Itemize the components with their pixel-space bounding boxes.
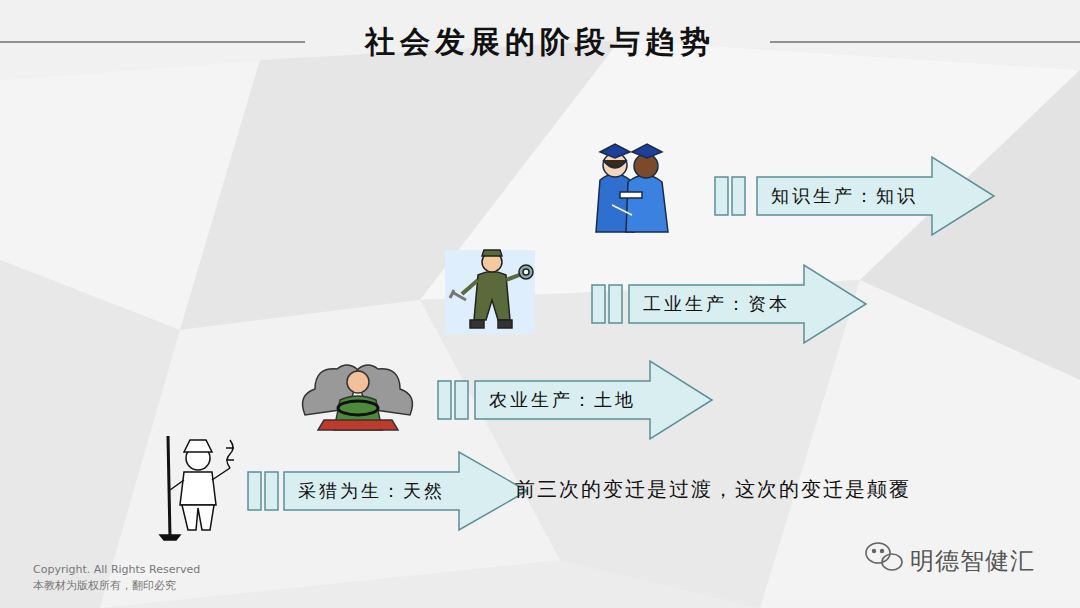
arrow-outline <box>629 265 866 343</box>
stage-bar <box>248 472 261 510</box>
stage-label: 采猎为生：天然 <box>298 452 445 530</box>
stage-bar <box>265 472 278 510</box>
watermark-text: 明德智健汇 <box>910 545 1035 577</box>
stage-bar <box>455 381 468 419</box>
stage-label: 工业生产：资本 <box>643 265 790 343</box>
arrow-outline <box>475 361 712 439</box>
stage-bar <box>732 177 745 215</box>
copyright-text: Copyright. All Rights Reserved <box>33 563 200 576</box>
copyright-text: 本教材为版权所有，翻印必究 <box>33 578 176 593</box>
stage-label: 农业生产：土地 <box>489 361 636 439</box>
stage-arrow: 农业生产：土地 <box>475 361 712 439</box>
title: 社会发展的阶段与趋势 <box>0 22 1080 63</box>
title-rule <box>770 41 1080 42</box>
stage-arrow: 工业生产：资本 <box>629 265 866 343</box>
worker-figure <box>445 250 535 334</box>
stage-bar <box>438 381 451 419</box>
arrow-outline <box>284 452 527 530</box>
title-rule <box>0 41 305 42</box>
arrow-outline <box>757 157 994 235</box>
stage-bar <box>715 177 728 215</box>
graduates-figure <box>596 144 668 232</box>
stage-bar <box>592 285 605 323</box>
stage-label: 知识生产：知识 <box>771 157 918 235</box>
note-text: 前三次的变迁是过渡，这次的变迁是颠覆 <box>515 476 911 503</box>
driver-figure <box>303 365 413 430</box>
stage-arrow: 采猎为生：天然 <box>284 452 527 530</box>
stage-bar <box>609 285 622 323</box>
stage-arrow: 知识生产：知识 <box>757 157 994 235</box>
wechat-icon <box>866 543 902 570</box>
hunter-figure <box>160 436 234 540</box>
